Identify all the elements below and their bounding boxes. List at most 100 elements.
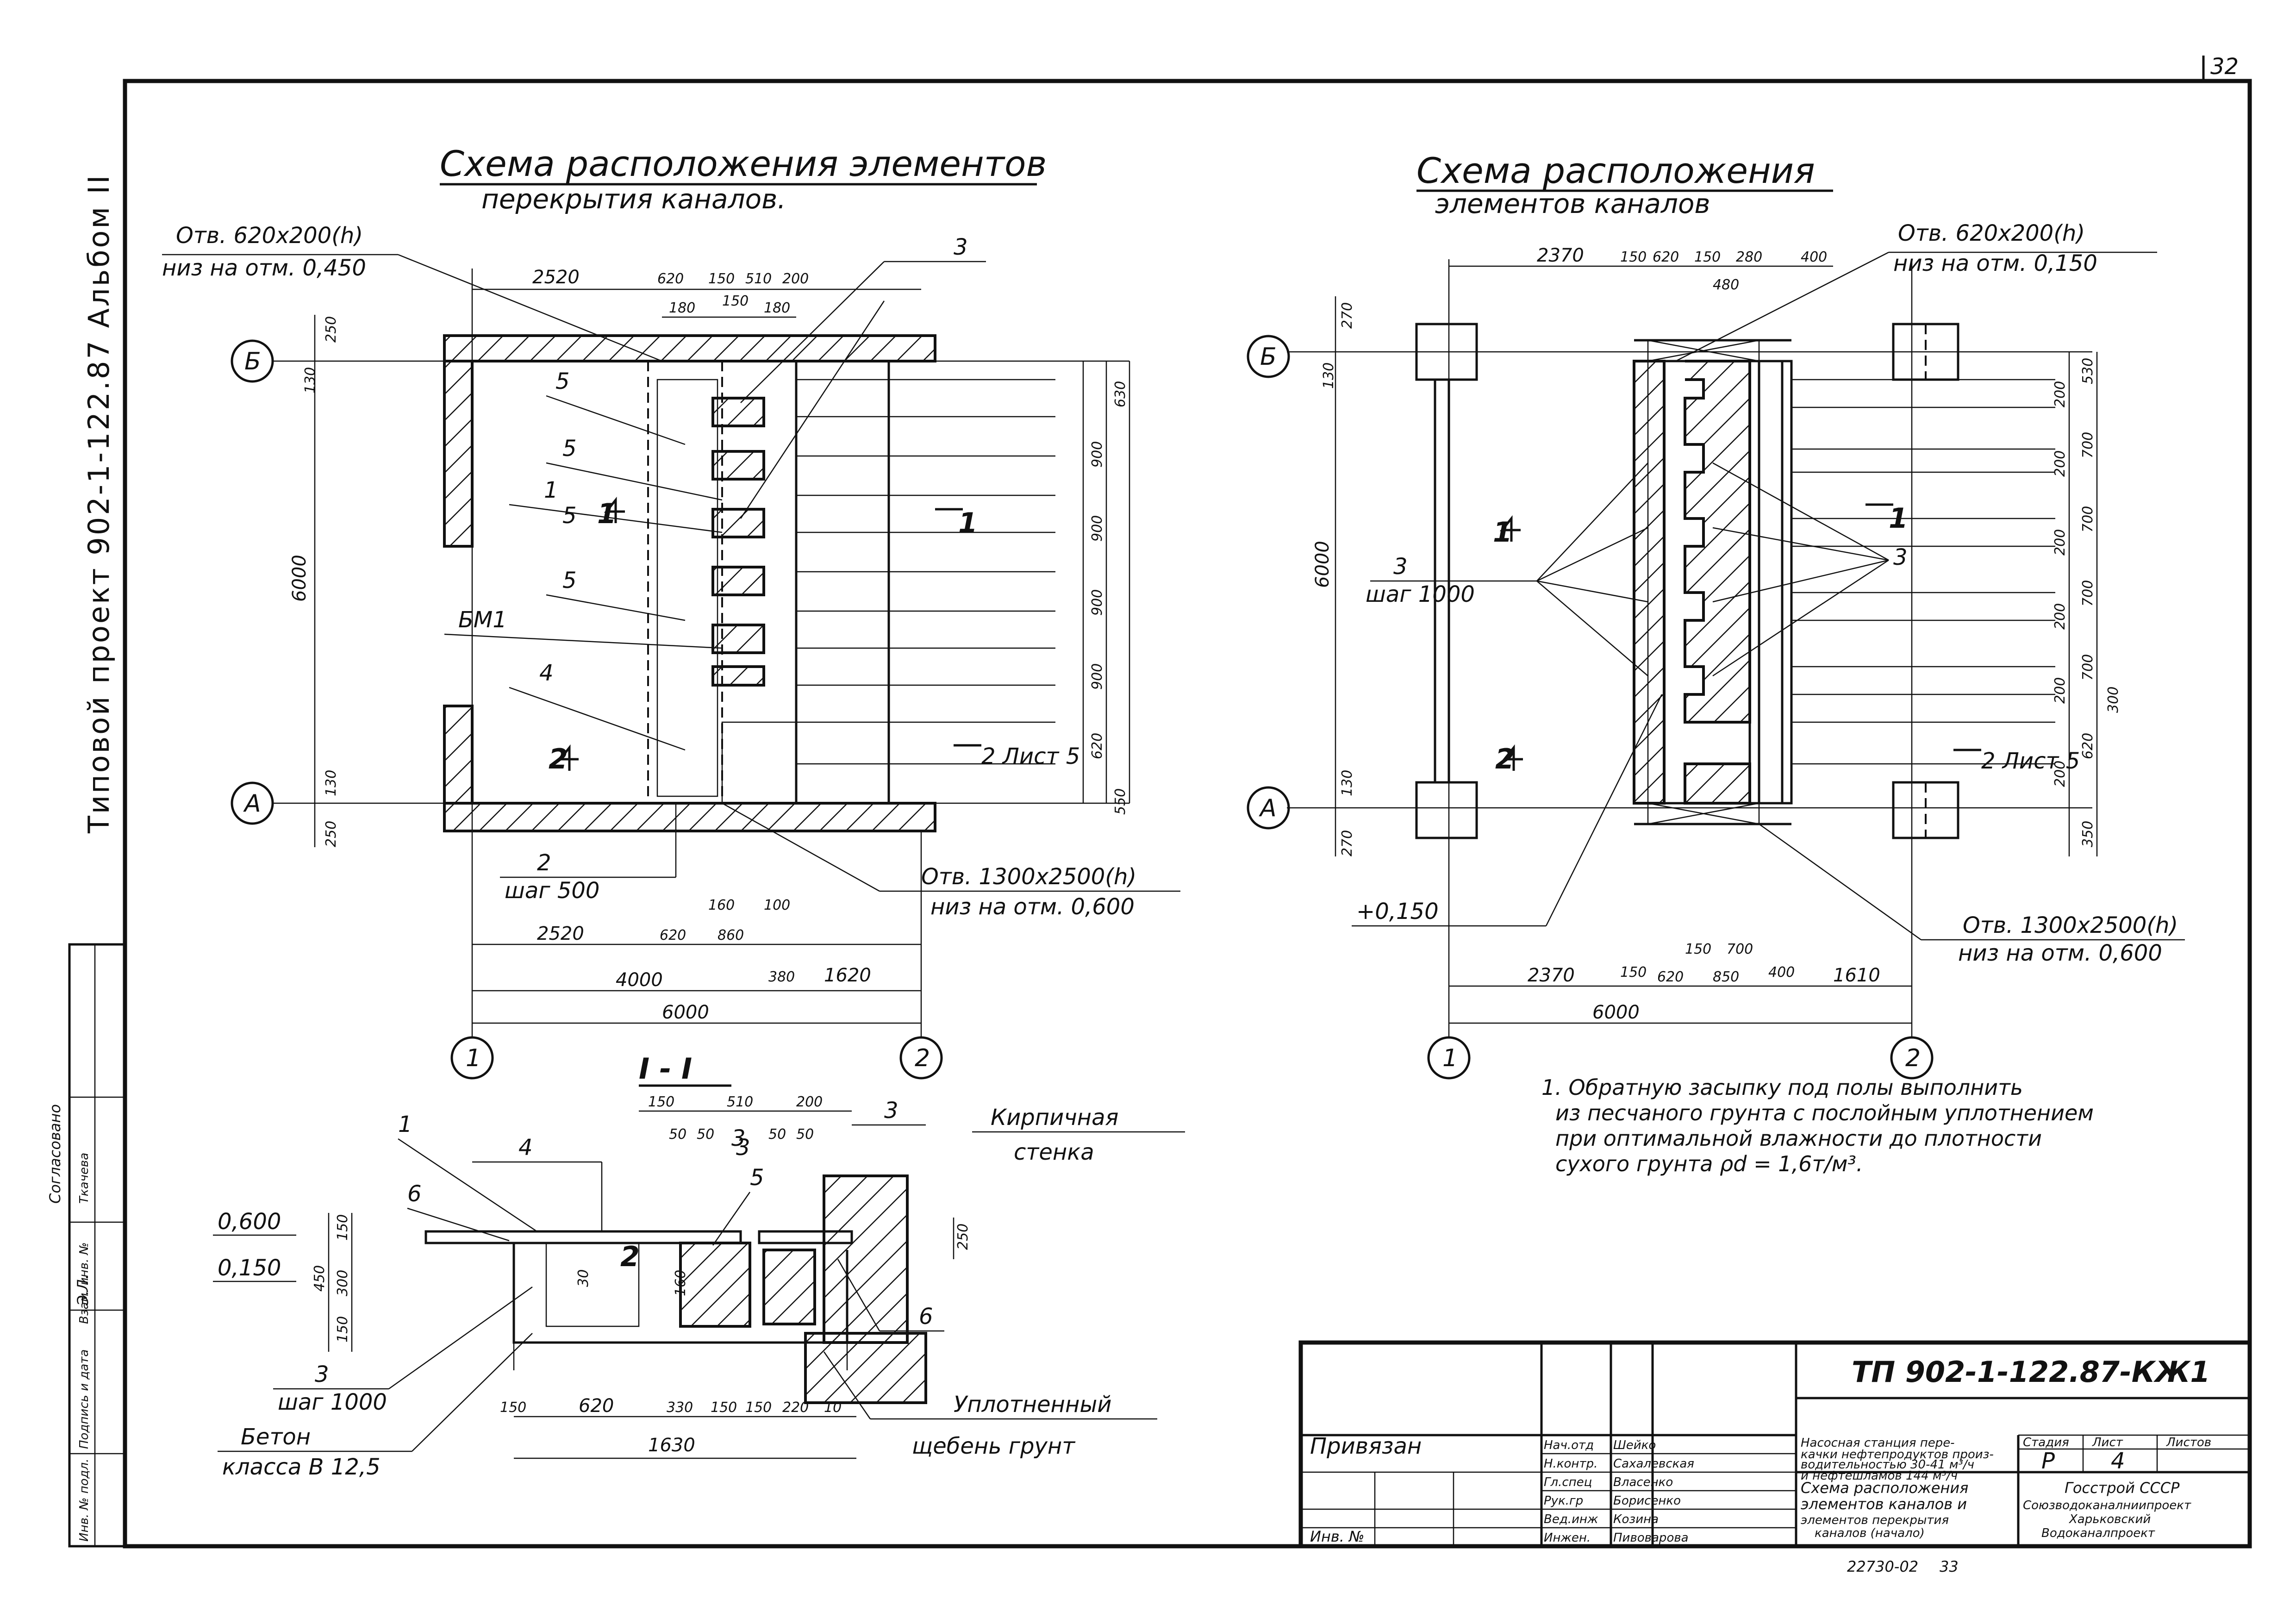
tb-role-5: Инжен. xyxy=(1544,1531,1591,1545)
left-bottom-wall xyxy=(443,802,936,832)
section-brick-wall xyxy=(823,1174,909,1344)
left-sec-2-right: 2 Лист 5 xyxy=(981,743,1080,769)
section-label-4: 4 xyxy=(518,1135,533,1161)
tb-sheet-h: Лист xyxy=(2092,1436,2123,1449)
right-plan-subtitle: элементов каналов xyxy=(1435,188,1710,219)
right-dim-bot-4: 400 xyxy=(1768,964,1795,981)
tb-role-0: Нач.отд xyxy=(1544,1438,1594,1452)
tb-footer-num: 22730-02 xyxy=(1847,1558,1918,1575)
right-axis-b: Б xyxy=(1260,343,1277,371)
tb-inv: Инв. № xyxy=(1310,1528,1364,1545)
left-label-5a: 5 xyxy=(555,369,570,394)
left-dim-height: 6000 xyxy=(289,555,310,602)
left-sec-1-right: 1 xyxy=(958,507,978,539)
stamp-agreed: Согласовано xyxy=(46,1104,64,1204)
right-axis-2-bubble xyxy=(1890,1036,1934,1080)
tb-sheets-h: Листов xyxy=(2166,1436,2211,1449)
left-dim-bot2-1: 380 xyxy=(768,969,795,985)
section-dim-bot-6: 10 xyxy=(824,1399,842,1416)
right-dim-right-15: 350 xyxy=(2080,821,2096,847)
left-dim-left-0: 250 xyxy=(323,316,339,343)
left-dim-top2-0: 180 xyxy=(669,300,695,316)
right-dim-bot-2: 620 xyxy=(1657,969,1684,985)
album-title: Типовой проект 902-1-122.87 Альбом II xyxy=(82,174,116,834)
section-dim-bot-2: 330 xyxy=(667,1399,693,1416)
right-note: 1. Обратную засыпку под полы выполнить и… xyxy=(1541,1075,2094,1176)
right-dim-right-6: 700 xyxy=(2080,580,2096,606)
left-dim-bot-1: 620 xyxy=(660,927,686,943)
left-dim-bot-s0: 160 xyxy=(708,897,735,913)
section-title: I - I xyxy=(639,1052,692,1086)
right-dim-top-2: 620 xyxy=(1653,249,1679,265)
section-i-i: I - I 0,600 0,150 150 300 450 150 250 15… xyxy=(213,1052,1185,1480)
right-elevation: +0,150 xyxy=(1356,899,1439,924)
left-axis-b-bubble xyxy=(231,339,274,383)
left-dim-left-1: 130 xyxy=(302,367,318,394)
tb-name-4: Козина xyxy=(1613,1512,1659,1526)
right-dim-right-13: 620 xyxy=(2080,733,2096,759)
left-axis-b: Б xyxy=(244,348,261,375)
tb-bound: Привязан xyxy=(1310,1433,1422,1459)
section-dim-left-1: 300 xyxy=(335,1270,351,1296)
left-hole-top: Отв. 620x200(h) xyxy=(176,223,363,249)
section-label-3b: 3 xyxy=(884,1098,898,1124)
right-dim-top-5: 400 xyxy=(1801,249,1827,265)
right-dim-bot-1: 150 xyxy=(1620,964,1647,981)
right-stepped-edge xyxy=(1684,360,1751,724)
section-label-3c: 3 xyxy=(315,1362,329,1387)
left-dim-left-3: 250 xyxy=(323,821,339,847)
tb-name-2: Власенко xyxy=(1613,1475,1673,1489)
left-plan-subtitle: перекрытия каналов. xyxy=(481,183,786,215)
right-axis-a: А xyxy=(1259,794,1277,822)
section-dim-inner-0: 30 xyxy=(575,1269,592,1287)
section-elev-mid: 0,150 xyxy=(218,1255,281,1281)
tb-org-1: Союзводоканалниипроект xyxy=(2023,1499,2191,1512)
tb-footer-page: 33 xyxy=(1940,1558,1959,1575)
title-block: ТП 902-1-122.87-КЖ1 Привязан Инв. № Нач.… xyxy=(1298,1340,2252,1575)
right-dim-top-3: 150 xyxy=(1694,249,1721,265)
right-dim-total: 6000 xyxy=(1592,1002,1640,1023)
stamp-name-2: Ткачева xyxy=(77,1153,91,1204)
note-line-4: сухого грунта ρd = 1,6т/м³. xyxy=(1555,1151,1863,1176)
right-dim-left-0: 270 xyxy=(1339,302,1355,329)
tb-drawing-2: элементов перекрытия xyxy=(1801,1513,1949,1527)
section-elev-top: 0,600 xyxy=(218,1209,281,1235)
right-dim-top-0: 2370 xyxy=(1537,245,1584,266)
left-dim-bot-s1: 100 xyxy=(764,897,790,913)
tb-project-2: водительностью 30-41 м³/ч xyxy=(1801,1458,1974,1472)
section-dim-ts-1: 50 xyxy=(697,1126,714,1143)
section-label-step: шаг 1000 xyxy=(278,1389,387,1415)
right-plan-title: Схема расположения xyxy=(1416,150,1815,191)
left-axis-a-bubble xyxy=(231,781,274,825)
left-dim-bot2-0: 4000 xyxy=(616,969,663,991)
right-label-3r: 3 xyxy=(1893,544,1908,570)
right-hole-bottom: Отв. 1300x2500(h) xyxy=(1963,912,2178,938)
left-dim-right-6: 550 xyxy=(1112,788,1129,815)
right-axis-1-bubble xyxy=(1427,1036,1471,1080)
section-compacted2: щебень грунт xyxy=(912,1433,1076,1459)
right-axis-1: 1 xyxy=(1442,1044,1458,1072)
right-hole-bottom-low: низ на отм. 0,600 xyxy=(1958,940,2162,966)
left-plan-title: Схема расположения элементов xyxy=(440,143,1047,184)
section-dim-ts-3: 50 xyxy=(768,1126,786,1143)
left-dim-top-1: 620 xyxy=(657,271,684,287)
left-dim-total: 6000 xyxy=(662,1002,709,1023)
tb-sheet: 4 xyxy=(2111,1448,2125,1474)
section-concrete2: класса В 12,5 xyxy=(222,1454,381,1480)
tb-stage-h: Стадия xyxy=(2023,1436,2069,1449)
section-dim-bot-5: 220 xyxy=(782,1399,809,1416)
left-stamp: Согласовано Э.Л. Ткачева Инв. № подл. По… xyxy=(46,943,126,1548)
left-label-bm1: БМ1 xyxy=(458,607,507,633)
right-dim-right-2: 700 xyxy=(2080,432,2096,458)
section-dim-inner-1: 160 xyxy=(673,1270,689,1296)
section-label-6b: 6 xyxy=(919,1304,933,1330)
tb-drawing-0: Схема расположения xyxy=(1801,1479,1968,1497)
left-channel-elements xyxy=(711,397,765,687)
left-dim-bot-0: 2520 xyxy=(537,923,584,944)
section-dim-bot-1: 620 xyxy=(579,1395,614,1417)
tb-org-3: Водоканалпроект xyxy=(2041,1526,2155,1540)
right-dim-left-2: 130 xyxy=(1339,770,1355,796)
section-dim-left-2: 450 xyxy=(312,1265,328,1292)
right-dim-right-8: 700 xyxy=(2080,654,2096,681)
left-axis-1: 1 xyxy=(466,1044,481,1072)
